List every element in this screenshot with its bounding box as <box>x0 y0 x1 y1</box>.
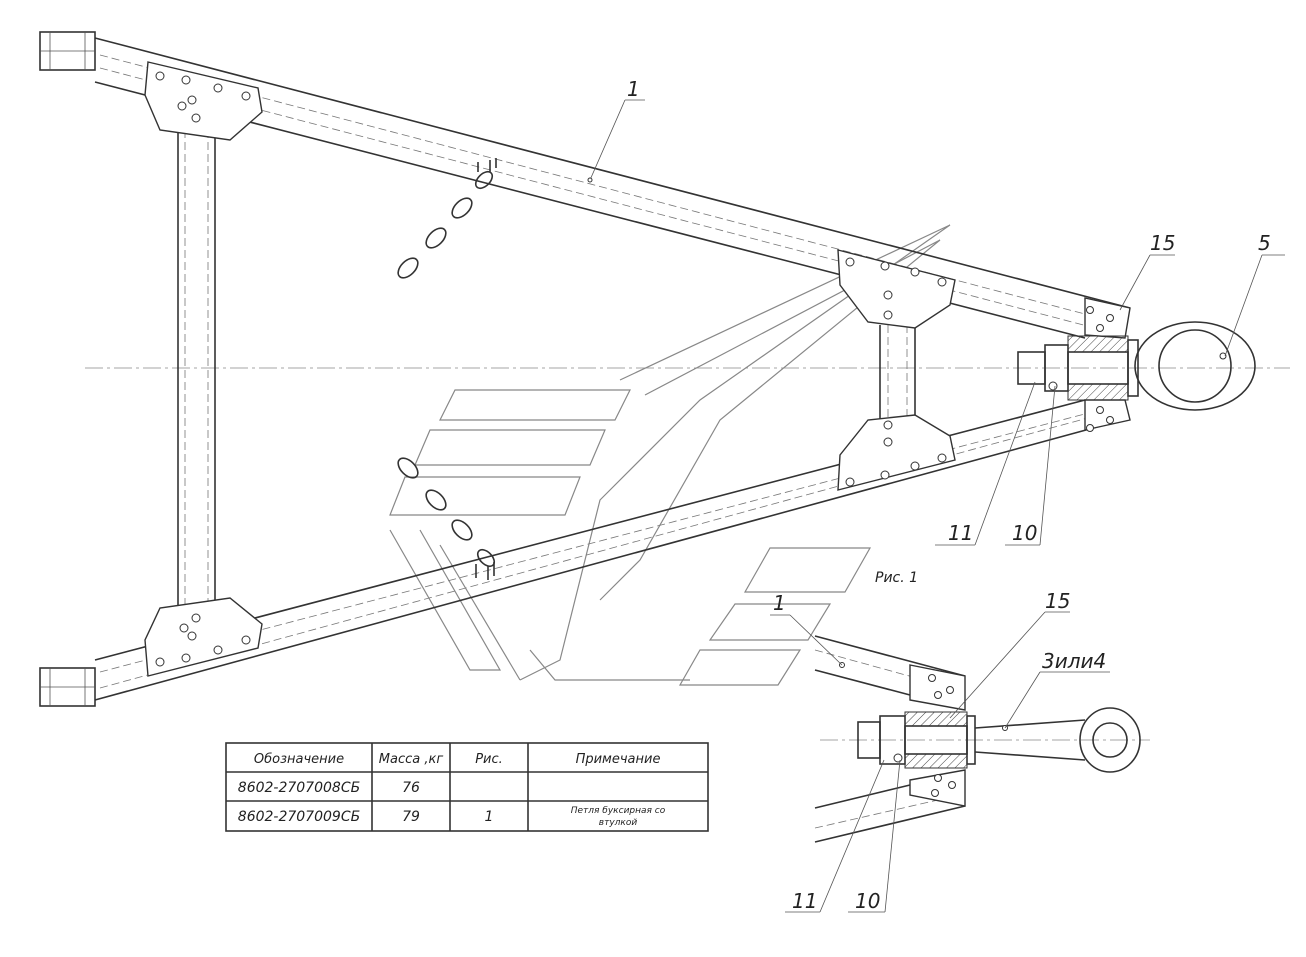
figure-caption: Рис. 1 <box>875 570 918 586</box>
chain-upper <box>397 158 497 279</box>
table-header-mass: Масса ,кг <box>379 752 444 767</box>
detail-callout-3or4: 3или4 <box>1042 649 1106 673</box>
watermark-logo <box>389 224 951 686</box>
spec-table <box>225 742 709 832</box>
upper-beam <box>94 37 1131 339</box>
cross-beam <box>177 128 216 610</box>
table-row2-note-line2: втулкой <box>599 818 638 828</box>
callout-15: 15 <box>1150 231 1175 255</box>
chain-lower <box>397 457 496 580</box>
table-row2-designation: 8602-2707009СБ <box>238 809 360 825</box>
callout-1: 1 <box>627 77 640 101</box>
detail-callout-15: 15 <box>1045 589 1070 613</box>
gusset-plate-bottom-left <box>144 597 263 677</box>
table-header-note: Примечание <box>576 752 661 767</box>
table-row2-fig: 1 <box>485 809 494 825</box>
left-sleeve-top <box>39 31 96 71</box>
table-header-designation: Обозначение <box>254 752 344 767</box>
nose-assembly <box>1017 297 1139 432</box>
detail-callout-10: 10 <box>855 889 880 913</box>
table-row2-mass: 79 <box>402 809 420 825</box>
left-sleeve-bottom <box>39 667 96 707</box>
towing-eye <box>1134 321 1256 411</box>
callout-10: 10 <box>1012 521 1037 545</box>
callout-5: 5 <box>1258 231 1271 255</box>
gusset-plate-top-right <box>837 249 956 329</box>
gusset-plate-top-left <box>144 61 263 141</box>
inner-cross-member <box>879 320 916 425</box>
gusset-plate-bottom-right <box>837 414 956 491</box>
detail-callout-1: 1 <box>773 591 786 615</box>
callout-11: 11 <box>948 521 973 545</box>
detail-view-callouts <box>770 611 1110 913</box>
lower-beam <box>94 399 1131 701</box>
table-header-fig: Рис. <box>475 752 503 767</box>
table-row1-designation: 8602-2707008СБ <box>238 780 360 796</box>
main-view-callouts <box>587 99 1285 546</box>
detail-callout-11: 11 <box>792 889 817 913</box>
table-row1-mass: 76 <box>402 780 420 796</box>
detail-view <box>814 635 1150 843</box>
table-row2-note-line1: Петля буксирная со <box>571 806 666 816</box>
